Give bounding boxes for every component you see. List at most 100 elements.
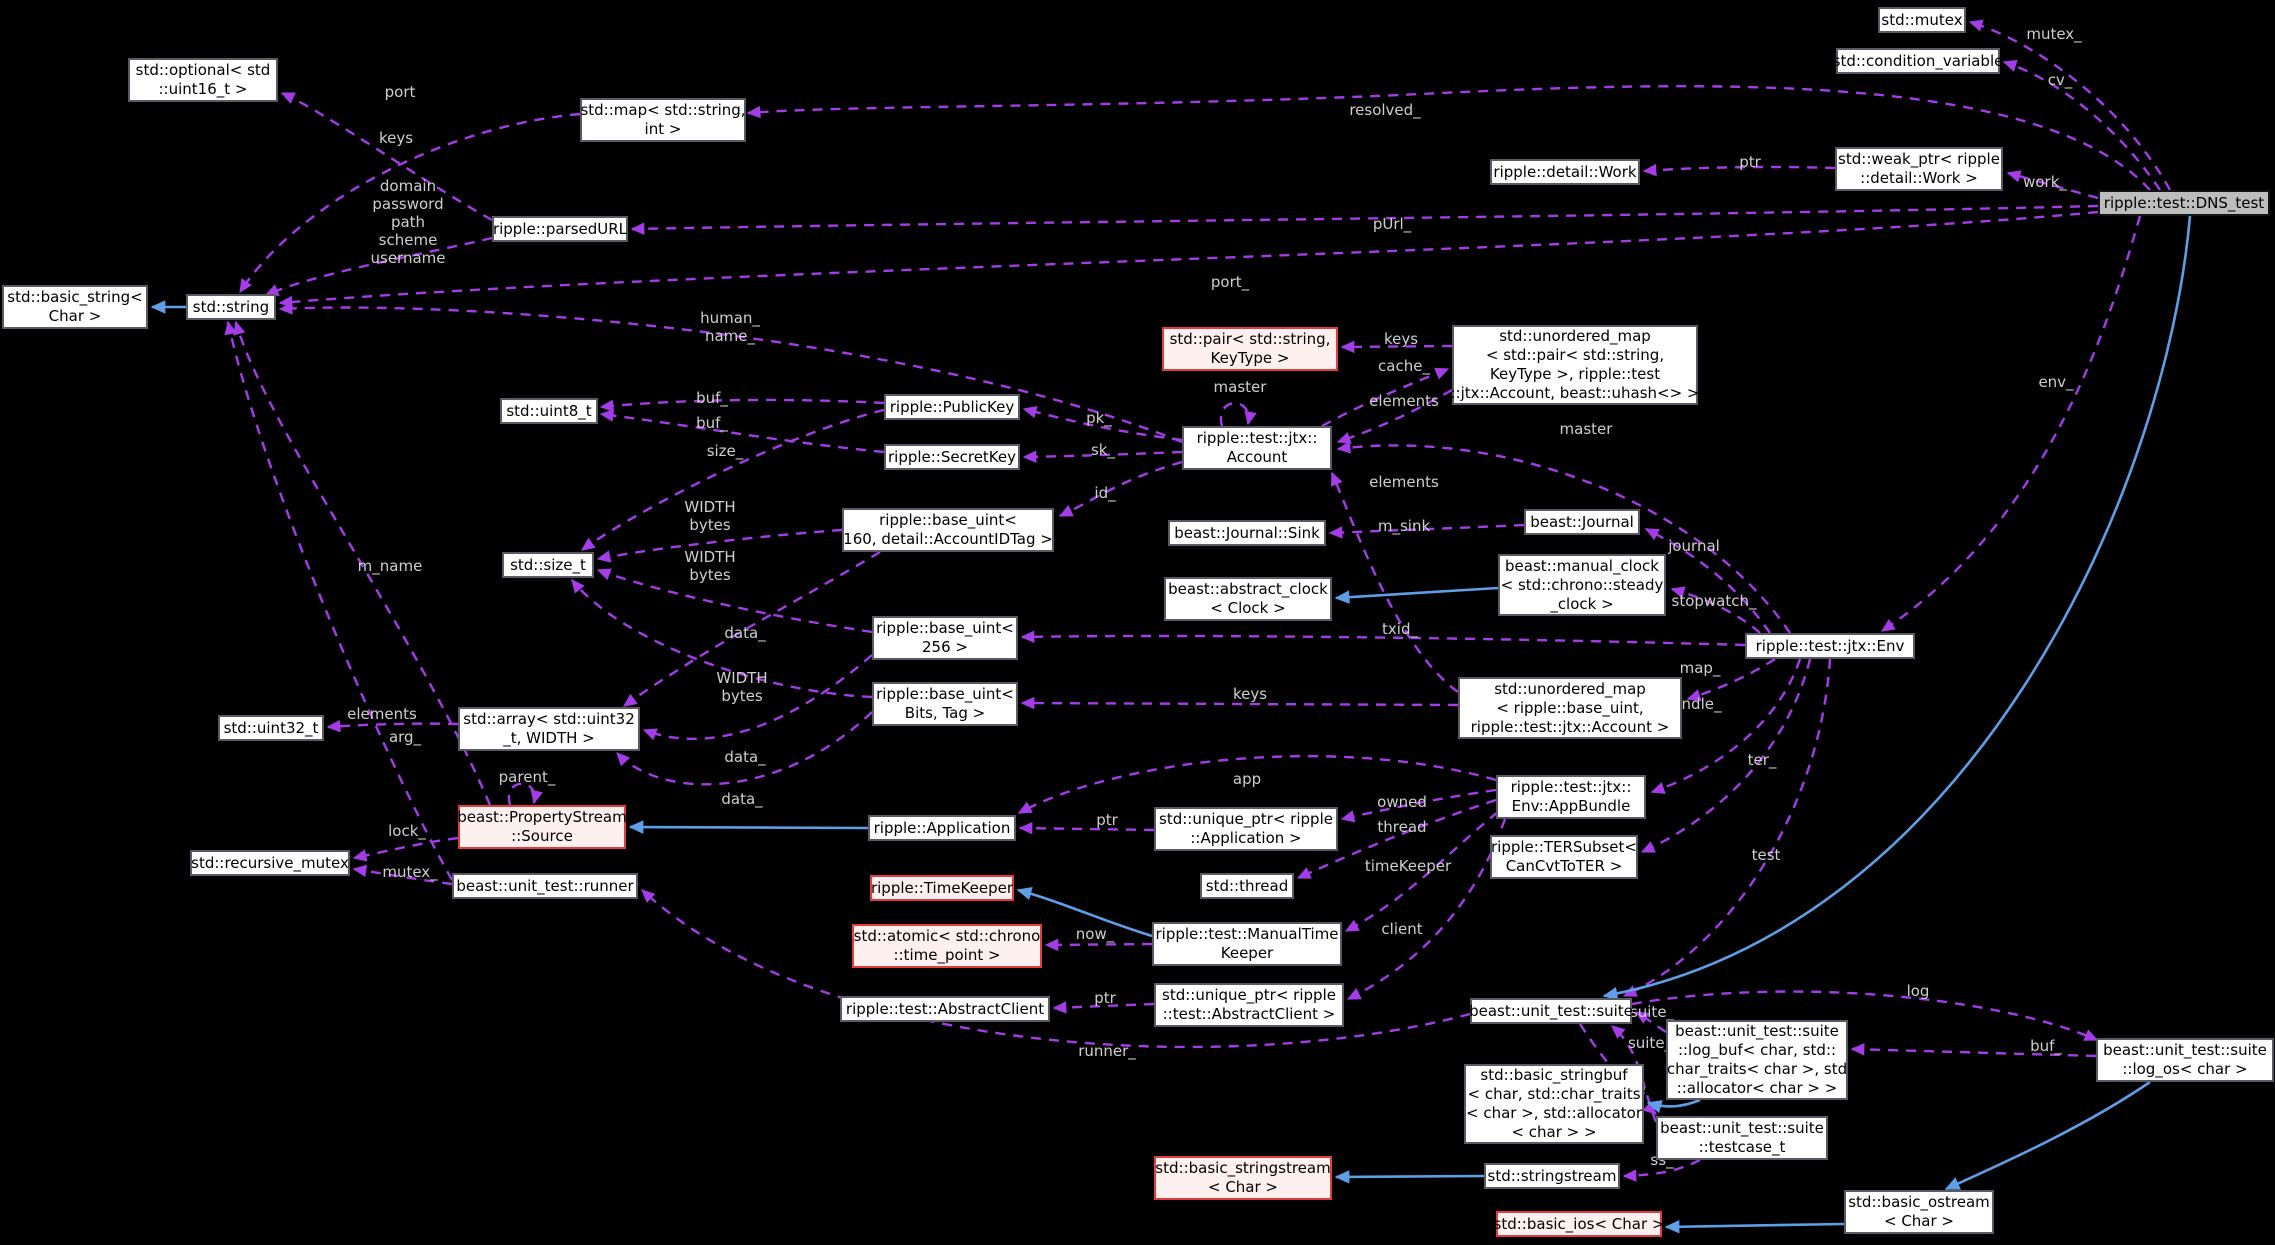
node-std-basic-string[interactable]: std::basic_string<Char > [2, 285, 148, 329]
edge-base256-sizet-width [596, 568, 873, 634]
edge-mtk-timekeeper [1016, 887, 1153, 938]
edge-source-string-mname [233, 320, 492, 806]
edge-uptrapp-application-ptr [1018, 821, 1155, 835]
edge-account-secretkey-sk [1022, 450, 1183, 464]
node-std-array-uint32[interactable]: std::array< std::uint32_t, WIDTH > [458, 707, 640, 751]
node-unit-test-runner[interactable]: beast::unit_test::runner [452, 873, 638, 899]
node-std-basic-stringstream[interactable]: std::basic_stringstream< Char > [1154, 1156, 1332, 1200]
node-suite-testcase-t[interactable]: beast::unit_test::suite::testcase_t [1656, 1116, 1828, 1160]
node-base-uint-160[interactable]: ripple::base_uint<160, detail::AccountID… [842, 508, 1054, 552]
node-std-atomic-timepoint[interactable]: std::atomic< std::chrono::time_point > [852, 924, 1042, 968]
node-ripple-detail-work[interactable]: ripple::detail::Work [1490, 159, 1640, 185]
edge-parsedurl-string [264, 236, 493, 297]
edge-account-string-humanname [278, 302, 1183, 444]
edge-env-account-master [1336, 441, 1791, 634]
node-jtx-account[interactable]: ripple::test::jtx::Account [1182, 426, 1332, 470]
edge-dns-map-resolved [746, 85, 2151, 191]
edge-env-base256-txid [1020, 630, 1746, 647]
node-manual-clock[interactable]: beast::manual_clock< std::chrono::steady… [1498, 554, 1666, 616]
node-std-basic-ios[interactable]: std::basic_ios< Char > [1494, 1211, 1664, 1237]
edge-uptrclient-abstractclient-ptr [1052, 1001, 1155, 1014]
node-std-mutex[interactable]: std::mutex [1878, 7, 1966, 33]
edge-appbundle-uptrclient-client [1346, 818, 1507, 1001]
edge-logbuf-suite [1634, 1010, 1667, 1033]
node-unit-test-suite[interactable]: beast::unit_test::suite [1469, 998, 1633, 1024]
edge-suite-logos-log [1631, 990, 2099, 1042]
edge-appbundle-application-app [1017, 755, 1497, 815]
edge-dns-parsedurl [630, 204, 2099, 236]
edge-umapbase-basebits-keys [1020, 696, 1459, 710]
edge-dns-string-port [278, 210, 2099, 309]
edge-stringstream-basicstringstream [1334, 1170, 1485, 1184]
edge-env-appbundle-bundle [1650, 658, 1802, 794]
edge-dns-weakptr-work [2006, 170, 2099, 200]
edge-application-source [628, 820, 869, 834]
edge-publickey-sizet-size [580, 408, 885, 551]
node-std-basic-stringbuf[interactable]: std::basic_stringbuf< char, std::char_tr… [1464, 1064, 1644, 1144]
node-tersubset[interactable]: ripple::TERSubset<CanCvtToTER > [1490, 835, 1638, 879]
edge-base160-array-data [622, 550, 881, 707]
edge-appbundle-mtk-timekeeper [1344, 811, 1499, 933]
node-beast-journal[interactable]: beast::Journal [1524, 509, 1640, 535]
node-std-uint32-t[interactable]: std::uint32_t [218, 715, 324, 741]
edge-runner-string-arg [224, 320, 454, 881]
node-std-optional-uint16[interactable]: std::optional< std::uint16_t > [128, 58, 278, 102]
edge-logbuf-stringbuf [1646, 1098, 1701, 1114]
node-std-map-string-int[interactable]: std::map< std::string,int > [580, 98, 746, 142]
edge-dns-suite [1602, 215, 2192, 1001]
edge-map-string-keys [238, 112, 581, 294]
node-ripple-publickey[interactable]: ripple::PublicKey [884, 394, 1020, 420]
edge-basicostream-basicios [1664, 1220, 1845, 1234]
node-std-weak-ptr-work[interactable]: std::weak_ptr< ripple::detail::Work > [1835, 147, 2003, 191]
node-base-uint-bits-tag[interactable]: ripple::base_uint<Bits, Tag > [872, 682, 1018, 726]
node-std-condition-variable[interactable]: std::condition_variable [1833, 48, 2003, 74]
edge-account-umappair-cache [1321, 367, 1450, 428]
node-abstract-client[interactable]: ripple::test::AbstractClient [840, 996, 1050, 1022]
edge-array-uint32-elements [326, 719, 459, 733]
node-std-recursive-mutex[interactable]: std::recursive_mutex [190, 850, 350, 876]
node-base-uint-256[interactable]: ripple::base_uint<256 > [872, 616, 1018, 660]
node-ripple-application[interactable]: ripple::Application [868, 815, 1016, 841]
edge-basebits-sizet-width [571, 578, 873, 699]
edge-parsedurl-optional-port [280, 91, 493, 222]
edge-env-journal [1644, 527, 1771, 634]
node-std-uint8-t[interactable]: std::uint8_t [500, 398, 598, 424]
node-suite-log-buf[interactable]: beast::unit_test::suite::log_buf< char, … [1666, 1020, 1848, 1100]
node-std-thread[interactable]: std::thread [1200, 873, 1294, 899]
node-suite-log-os[interactable]: beast::unit_test::suite::log_os< char > [2096, 1038, 2274, 1082]
edge-env-tersubset-ter [1640, 658, 1812, 854]
node-std-size-t[interactable]: std::size_t [502, 552, 594, 578]
node-dns-test[interactable]: ripple::test::DNS_test [2098, 190, 2270, 216]
node-property-stream-source[interactable]: beast::PropertyStream::Source [457, 805, 627, 849]
node-unordered-map-pair[interactable]: std::unordered_map< std::pair< std::stri… [1451, 325, 1700, 405]
node-std-basic-ostream[interactable]: std::basic_ostream< Char > [1844, 1190, 1994, 1234]
node-ripple-secretkey[interactable]: ripple::SecretKey [884, 444, 1020, 470]
node-unique-ptr-application[interactable]: std::unique_ptr< ripple::Application > [1154, 807, 1338, 851]
node-ripple-parsedurl[interactable]: ripple::parsedURL [492, 216, 628, 242]
node-env-appbundle[interactable]: ripple::test::jtx::Env::AppBundle [1496, 775, 1646, 819]
node-ripple-timekeeper[interactable]: ripple::TimeKeeper [870, 875, 1014, 901]
edge-account-publickey-pk [1022, 406, 1183, 442]
edge-source-parent-self [507, 782, 543, 806]
node-unique-ptr-abstract-client[interactable]: std::unique_ptr< ripple::test::AbstractC… [1154, 983, 1344, 1027]
edge-base160-sizet-width [596, 528, 843, 563]
node-jtx-env[interactable]: ripple::test::jtx::Env [1745, 633, 1915, 659]
edge-secretkey-uint8-buf [599, 409, 885, 454]
edge-appbundle-thread [1296, 798, 1497, 880]
edge-umappair-pair-keys [1340, 340, 1453, 354]
edge-manualclock-abstractclock [1334, 586, 1499, 604]
edges-group [150, 19, 2192, 1234]
node-unordered-map-baseuint[interactable]: std::unordered_map< ripple::base_uint,ri… [1458, 677, 1682, 739]
node-journal-sink[interactable]: beast::Journal::Sink [1168, 520, 1326, 546]
edge-appbundle-uptrapp-owned [1340, 788, 1497, 823]
edge-account-master-self [1219, 402, 1257, 427]
edge-dns-cv [2002, 59, 2161, 191]
node-abstract-clock[interactable]: beast::abstract_clock< Clock > [1164, 577, 1332, 621]
node-std-string[interactable]: std::string [186, 294, 276, 320]
edge-journal-sink-msink [1328, 523, 1525, 539]
node-std-pair-string-keytype[interactable]: std::pair< std::string,KeyType > [1162, 327, 1338, 371]
node-std-stringstream[interactable]: std::stringstream [1484, 1163, 1620, 1189]
